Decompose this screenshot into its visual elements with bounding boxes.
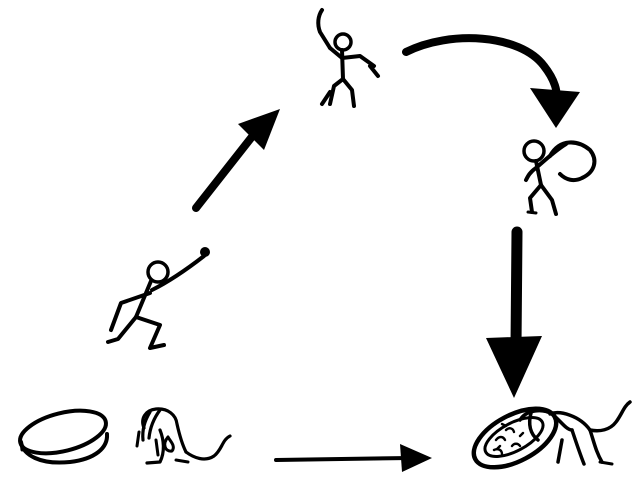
running-person-icon	[108, 247, 210, 348]
person-with-stick-icon	[318, 10, 378, 106]
dog-eating-from-bowl-icon	[464, 397, 630, 480]
empty-bowl-icon	[16, 403, 111, 463]
arrow-down-thick	[486, 232, 542, 398]
person-carrying-sack-icon	[524, 141, 594, 214]
sitting-dog-icon	[137, 409, 230, 463]
arrow-curved-right	[406, 38, 580, 128]
arrow-up-right	[196, 109, 280, 208]
arrow-right-thin	[276, 444, 432, 472]
